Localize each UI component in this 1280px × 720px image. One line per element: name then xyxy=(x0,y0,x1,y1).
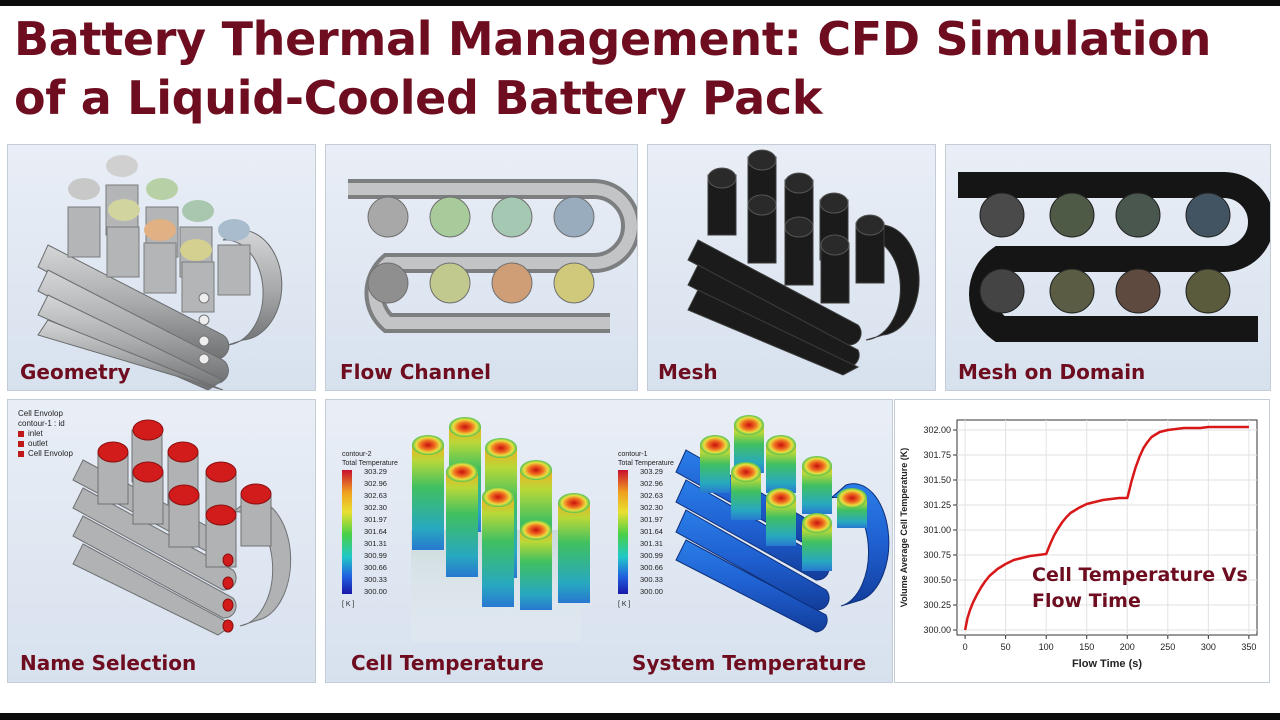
cell-colorbar-tick: 302.96 xyxy=(364,479,387,488)
chart-annotation: Cell Temperature Vs Flow Time xyxy=(1032,562,1248,614)
cell-colorbar-tick: 302.30 xyxy=(364,503,387,512)
system-colorbar-tick: 300.33 xyxy=(640,575,663,584)
plot-area xyxy=(956,419,1258,636)
inlet-swatch-icon xyxy=(18,431,24,437)
legend-item-cell-envolop: Cell Envolop xyxy=(18,449,73,459)
mesh-panel: Mesh xyxy=(647,144,936,391)
y-tick-label: 301.00 xyxy=(923,525,951,535)
cell-colorbar-tick: 302.63 xyxy=(364,491,387,500)
temperature-illustrations xyxy=(411,415,890,642)
mesh-on-domain-panel: Mesh on Domain xyxy=(945,144,1271,391)
mesh-illustration xyxy=(687,149,920,376)
legend-subtitle: contour-1 : id xyxy=(18,419,65,428)
y-tick-label: 302.00 xyxy=(923,425,951,435)
cell-colorbar-tick: 301.97 xyxy=(364,515,387,524)
mesh-label: Mesh xyxy=(658,360,718,384)
name-selection-panel: Cell Envolop contour-1 : id inlet outlet… xyxy=(7,399,316,683)
cell-colorbar-unit: [ K ] xyxy=(342,601,355,608)
cell-colorbar-tick: 300.33 xyxy=(364,575,387,584)
system-colorbar-tick: 300.66 xyxy=(640,563,663,572)
system-colorbar-tick: 301.64 xyxy=(640,527,663,536)
y-tick-label: 300.50 xyxy=(923,575,951,585)
name-selection-illustration xyxy=(72,419,292,636)
system-colorbar-tick: 302.30 xyxy=(640,503,663,512)
flow-channel-illustration xyxy=(348,179,637,333)
x-tick-label: 200 xyxy=(1120,642,1135,652)
system-colorbar-tick: 301.31 xyxy=(640,539,663,548)
cell-colorbar-tick: 301.31 xyxy=(364,539,387,548)
temperature-chart-panel: 0 50 100 150 200 250 300 350 300.00 300.25 300.50 3… xyxy=(894,399,1270,683)
cell-colorbar: contour-2 Total Temperature 303.29 302.9… xyxy=(342,450,398,608)
x-tick-label: 100 xyxy=(1039,642,1054,652)
bottom-border xyxy=(0,713,1280,720)
cell-colorbar-name: contour-2 xyxy=(342,451,372,458)
y-tick-label: 301.25 xyxy=(923,500,951,510)
system-colorbar-tick: 302.63 xyxy=(640,491,663,500)
legend-title: Cell Envolop xyxy=(18,409,63,418)
system-colorbar-gradient xyxy=(618,470,628,594)
y-tick-label: 301.75 xyxy=(923,450,951,460)
chart-annotation-line-1: Cell Temperature Vs xyxy=(1032,564,1248,586)
x-tick-label: 0 xyxy=(963,642,968,652)
cell-colorbar-quantity: Total Temperature xyxy=(342,460,398,467)
cell-colorbar-gradient xyxy=(342,470,352,594)
outlet-swatch-icon xyxy=(18,441,24,447)
system-temperature-label: System Temperature xyxy=(632,651,867,675)
cell-colorbar-tick: 300.00 xyxy=(364,587,387,596)
system-colorbar-tick: 301.97 xyxy=(640,515,663,524)
cell-colorbar-tick: 303.29 xyxy=(364,467,387,476)
system-colorbar: contour-1 Total Temperature 303.29 302.9… xyxy=(618,450,674,608)
cell-envolop-swatch-icon xyxy=(18,451,24,457)
title-line-2: of a Liquid-Cooled Battery Pack xyxy=(14,71,823,125)
temperature-chart: 0 50 100 150 200 250 300 350 300.00 300.25 300.50 3… xyxy=(899,419,1258,670)
x-tick-label: 300 xyxy=(1201,642,1216,652)
system-colorbar-tick: 300.00 xyxy=(640,587,663,596)
title-line-1: Battery Thermal Management: CFD Simulati… xyxy=(14,12,1212,66)
system-colorbar-tick: 303.29 xyxy=(640,467,663,476)
system-colorbar-name: contour-1 xyxy=(618,451,648,458)
series-line xyxy=(963,425,1249,631)
name-selection-label: Name Selection xyxy=(20,651,197,675)
page-title: Battery Thermal Management: CFD Simulati… xyxy=(14,10,1211,128)
temperature-panel: contour-2 Total Temperature 303.29 302.9… xyxy=(325,399,893,683)
geometry-panel: Geometry xyxy=(7,144,316,391)
y-tick-label: 301.50 xyxy=(923,475,951,485)
x-tick-label: 350 xyxy=(1241,642,1256,652)
flow-channel-panel: Flow Channel xyxy=(325,144,638,391)
geometry-label: Geometry xyxy=(20,360,131,384)
cell-colorbar-tick: 301.64 xyxy=(364,527,387,536)
mesh-on-domain-label: Mesh on Domain xyxy=(958,360,1146,384)
y-tick-label: 300.75 xyxy=(923,550,951,560)
x-axis-label: Flow Time (s) xyxy=(1072,658,1142,670)
legend-item-outlet: outlet xyxy=(18,439,73,449)
y-tick-label: 300.25 xyxy=(923,600,951,610)
geometry-illustration xyxy=(37,155,283,390)
y-tick-label: 300.00 xyxy=(923,625,951,635)
y-axis-label: Volume Average Cell Temperature (K) xyxy=(899,448,909,608)
name-selection-legend: Cell Envolop contour-1 : id inlet outlet… xyxy=(18,409,73,459)
system-colorbar-quantity: Total Temperature xyxy=(618,460,674,467)
x-tick-label: 150 xyxy=(1079,642,1094,652)
x-tick-label: 50 xyxy=(1001,642,1011,652)
system-colorbar-unit: [ K ] xyxy=(618,601,631,608)
cell-colorbar-tick: 300.66 xyxy=(364,563,387,572)
cell-colorbar-tick: 300.99 xyxy=(364,551,387,560)
legend-item-inlet: inlet xyxy=(18,429,73,439)
x-tick-label: 250 xyxy=(1160,642,1175,652)
cell-temperature-label: Cell Temperature xyxy=(351,651,544,675)
system-colorbar-tick: 300.99 xyxy=(640,551,663,560)
flow-channel-label: Flow Channel xyxy=(340,360,492,384)
system-colorbar-tick: 302.96 xyxy=(640,479,663,488)
chart-annotation-line-2: Flow Time xyxy=(1032,590,1141,612)
mesh-on-domain-illustration xyxy=(958,172,1270,342)
top-border xyxy=(0,0,1280,6)
